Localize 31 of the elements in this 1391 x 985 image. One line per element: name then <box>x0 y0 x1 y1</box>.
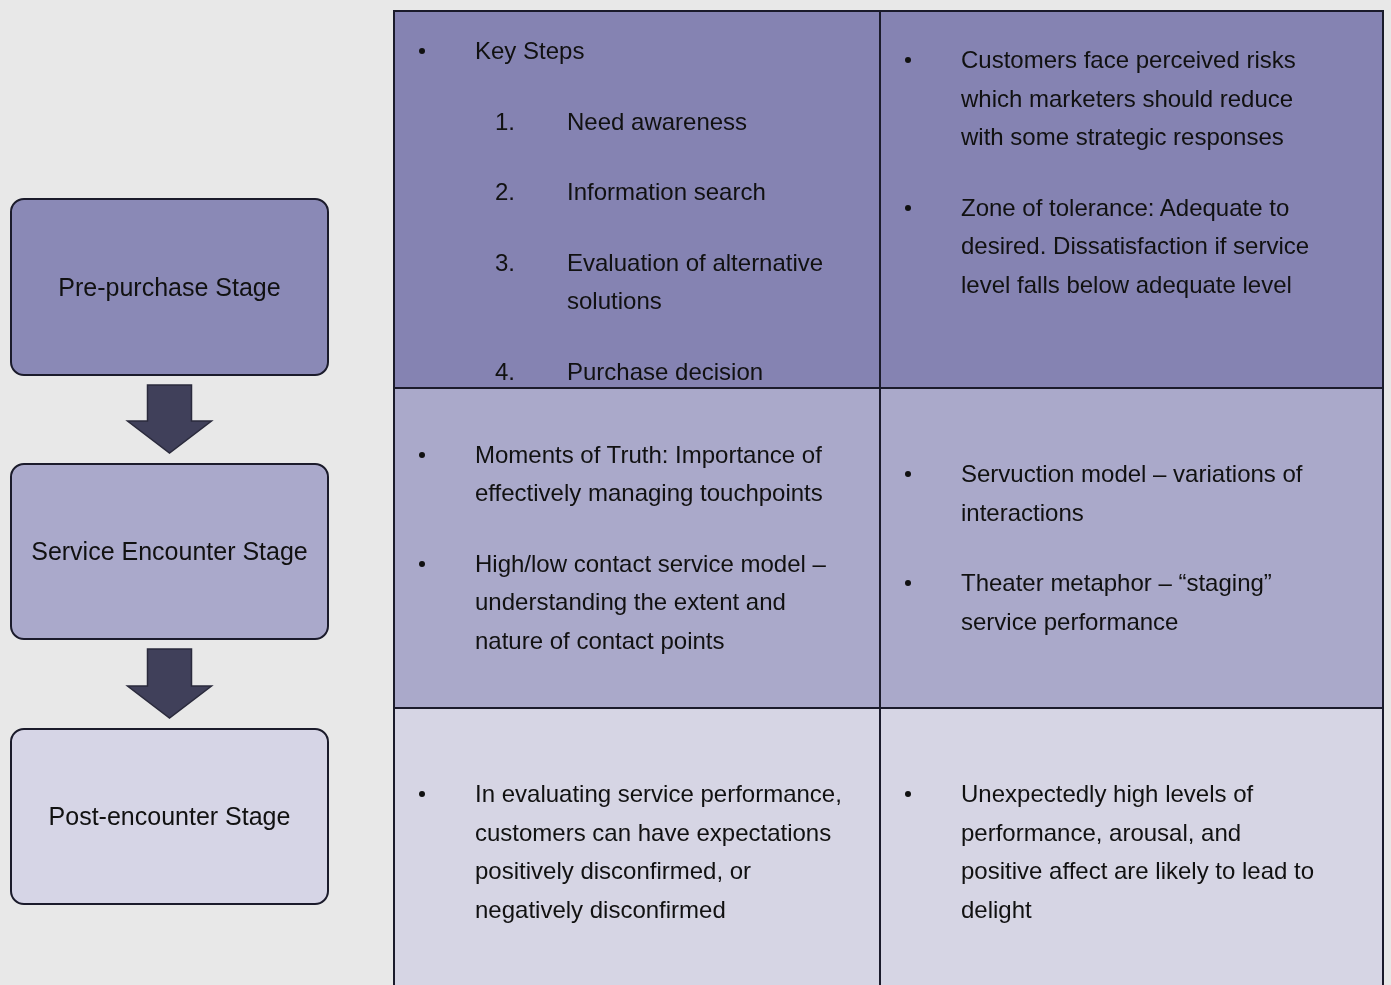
stage-box <box>10 728 329 905</box>
step-text: Information search <box>567 177 767 207</box>
table-cell <box>393 387 881 709</box>
down-arrow <box>125 648 214 719</box>
stage-label: Service Encounter Stage <box>31 536 308 567</box>
step-text: Evaluation of alternative solutions <box>567 247 825 316</box>
table-cell <box>393 10 881 389</box>
table-cell <box>879 387 1384 709</box>
table-cell <box>879 10 1384 389</box>
table-cell <box>393 707 881 985</box>
stage-label: Pre-purchase Stage <box>58 271 281 303</box>
bullet-text: In evaluating service performance, customers can have expectations positively disconfirmed, or negatively disconfirmed <box>475 780 842 923</box>
stage-label: Post-encounter Stage <box>48 801 291 832</box>
step-number: 2. <box>495 177 515 207</box>
step-text: Need awareness <box>567 106 749 137</box>
bullet-text: Customers face perceived risks which marketers should reduce with some strategic responses <box>961 46 1296 150</box>
step-number: 3. <box>495 247 515 278</box>
step-number: 4. <box>495 356 515 387</box>
step-number: 1. <box>495 106 515 137</box>
bullet-text: Theater metaphor – “staging” service performance <box>961 569 1272 635</box>
bullet-text: Zone of tolerance: Adequate to desired. Dissatisfaction if service level falls below adequate level <box>961 193 1310 298</box>
step-text: Purchase decision <box>567 356 765 387</box>
bullet-text: Unexpectedly high levels of performance, arousal, and positive affect are likely to lead to delight <box>961 780 1315 923</box>
stage-box <box>10 198 329 376</box>
bullet-text: Servuction model – variations of interactions <box>961 460 1303 526</box>
table-cell <box>879 707 1384 985</box>
list-heading: Key Steps <box>475 37 585 64</box>
bullet-text: High/low contact service model – understanding the extent and nature of contact points <box>475 549 826 654</box>
stage-box <box>10 463 329 640</box>
down-arrow <box>125 384 214 454</box>
bullet-text: Moments of Truth: Importance of effectively managing touchpoints <box>475 440 823 507</box>
